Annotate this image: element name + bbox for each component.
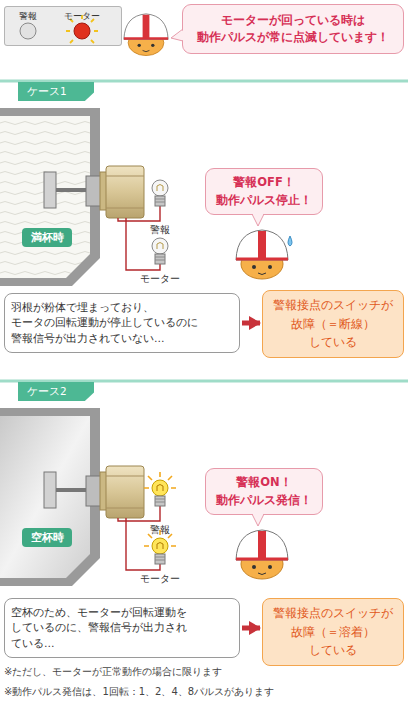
indicator-panel: 警報モーター bbox=[4, 6, 122, 46]
mascot bbox=[236, 530, 288, 579]
node-content: 警報モーター bbox=[5, 7, 121, 45]
bubble-text: モーターが回っている時は 動作パルスが常に点滅しています！ bbox=[189, 12, 397, 47]
node-content: 警報接点のスイッチが 故障（＝断線）している bbox=[268, 296, 398, 352]
bubble-text: 警報ON！ 動作パルス発信！ bbox=[211, 474, 317, 509]
silo-full bbox=[0, 108, 144, 286]
lamp-label: モーター bbox=[140, 573, 180, 585]
diagnosis-text: 警報接点のスイッチが 故障（＝断線）している bbox=[268, 296, 398, 352]
alarm-lamp bbox=[20, 23, 36, 39]
lamp-label: モーター bbox=[57, 11, 107, 22]
motor-lamp bbox=[144, 530, 176, 564]
speech-bubble: モーターが回っている時は 動作パルスが常に点滅しています！ bbox=[182, 4, 404, 54]
lamp-label: モーター bbox=[140, 273, 180, 285]
indicator-panel-ground bbox=[4, 6, 122, 46]
bubble-tail bbox=[252, 513, 266, 527]
node-content: 空杯時 bbox=[23, 530, 71, 545]
speech-bubble: 警報ON！ 動作パルス発信！ bbox=[205, 468, 323, 515]
motor-lamp bbox=[152, 238, 168, 264]
footnote: ※ただし、モーターが正常動作の場合に限ります bbox=[4, 666, 222, 678]
case-title: ケース1 bbox=[19, 84, 93, 99]
case-tab: ケース2 bbox=[18, 382, 94, 401]
bubble-text: 警報OFF！ 動作パルス停止！ bbox=[211, 174, 317, 209]
node-content: 満杯時 bbox=[23, 230, 71, 245]
state-text: 空杯時 bbox=[23, 530, 71, 545]
footnote: ※動作パルス発信は、1回転：1、2、4、8パルスがあります bbox=[4, 686, 274, 698]
state-text: 満杯時 bbox=[23, 230, 71, 245]
alarm-lamp bbox=[144, 472, 176, 506]
node-content: 警報接点のスイッチが 故障（＝溶着）している bbox=[268, 604, 398, 660]
diagnosis-box: 警報接点のスイッチが 故障（＝溶着）している bbox=[262, 598, 404, 666]
symptom-box: 空杯のため、モーターが回転運動を しているのに、警報信号が出力され ている… bbox=[4, 598, 240, 658]
symptom-text: 空杯のため、モーターが回転運動を しているのに、警報信号が出力され ている… bbox=[11, 605, 233, 651]
node-content: 警報OFF！ 動作パルス停止！ bbox=[211, 174, 317, 209]
bubble-tail bbox=[171, 29, 185, 43]
bubble-tail bbox=[252, 213, 266, 227]
node-content: 警報ON！ 動作パルス発信！ bbox=[211, 474, 317, 509]
speech-bubble: 警報OFF！ 動作パルス停止！ bbox=[205, 168, 323, 215]
flow-arrow bbox=[242, 626, 260, 631]
sweat-drop bbox=[288, 236, 292, 246]
node-content: モーターが回っている時は 動作パルスが常に点滅しています！ bbox=[189, 12, 397, 47]
flow-arrow bbox=[242, 321, 260, 326]
state-tag: 空杯時 bbox=[22, 528, 72, 547]
wires bbox=[118, 506, 160, 570]
node-content: ケース2 bbox=[19, 384, 93, 399]
node-content: 空杯のため、モーターが回転運動を しているのに、警報信号が出力され ている… bbox=[11, 605, 233, 651]
diagnosis-text: 警報接点のスイッチが 故障（＝溶着）している bbox=[268, 604, 398, 660]
state-tag: 満杯時 bbox=[22, 228, 72, 247]
paddle-sensor bbox=[44, 166, 144, 218]
wires bbox=[118, 206, 160, 270]
lamp-label: 警報 bbox=[150, 524, 170, 536]
symptom-box: 羽根が粉体で埋まっており、 モータの回転運動が停止しているのに 警報信号が出力さ… bbox=[4, 293, 240, 353]
lamp-label: 警報 bbox=[8, 11, 48, 22]
lamp-label: 警報 bbox=[150, 224, 170, 236]
mascot bbox=[236, 230, 288, 279]
paddle-sensor bbox=[44, 466, 144, 518]
case-tab: ケース1 bbox=[18, 82, 94, 101]
case-title: ケース2 bbox=[19, 384, 93, 399]
node-content: ケース1 bbox=[19, 84, 93, 99]
diagnosis-box: 警報接点のスイッチが 故障（＝断線）している bbox=[262, 290, 404, 358]
symptom-text: 羽根が粉体で埋まっており、 モータの回転運動が停止しているのに 警報信号が出力さ… bbox=[11, 300, 233, 346]
node-content: 羽根が粉体で埋まっており、 モータの回転運動が停止しているのに 警報信号が出力さ… bbox=[11, 300, 233, 346]
alarm-lamp bbox=[152, 180, 168, 206]
mascot bbox=[124, 14, 168, 56]
silo-empty bbox=[0, 408, 144, 586]
